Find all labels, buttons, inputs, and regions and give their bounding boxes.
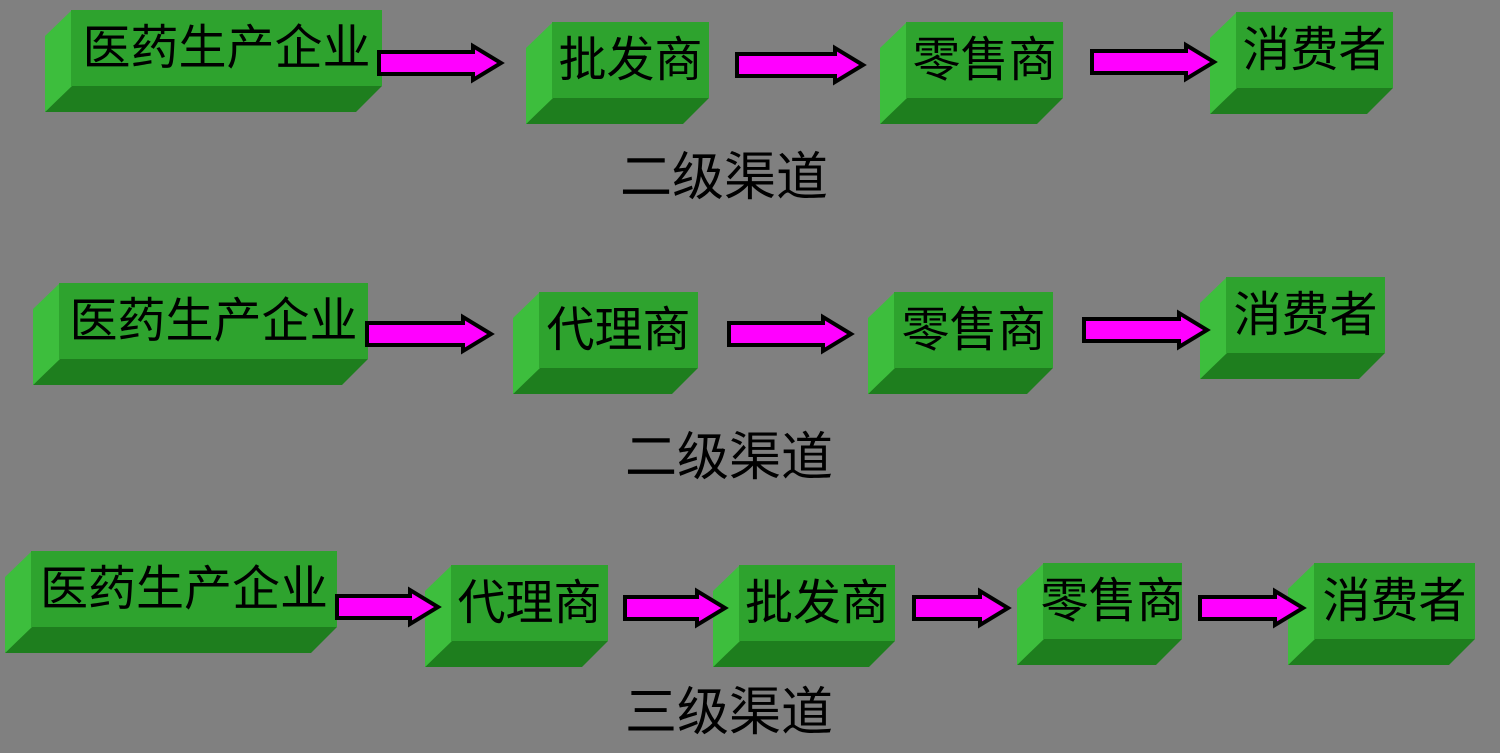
- node-label: 零售商: [901, 302, 1046, 358]
- flow-arrow-icon: [1198, 587, 1307, 629]
- box-bottom-face: [1210, 88, 1393, 114]
- box-bottom-face: [868, 368, 1053, 394]
- node-agent: 代理商: [425, 565, 608, 667]
- box-bottom-face: [425, 641, 608, 667]
- box-front-face: 医药生产企业: [59, 283, 368, 359]
- node-consumer: 消费者: [1288, 563, 1475, 665]
- box-bottom-face: [713, 641, 895, 667]
- box-front-face: 批发商: [739, 565, 895, 641]
- box-bottom-face: [1200, 353, 1385, 379]
- flow-arrow-icon: [365, 313, 495, 355]
- node-agent: 代理商: [513, 292, 698, 394]
- box-front-face: 消费者: [1236, 12, 1393, 88]
- box-front-face: 零售商: [906, 22, 1063, 98]
- node-label: 零售商: [912, 32, 1057, 88]
- node-pharma-manufacturer: 医药生产企业: [33, 283, 368, 385]
- box-bottom-face: [45, 86, 382, 112]
- node-label: 消费者: [1242, 22, 1387, 78]
- node-retailer: 零售商: [868, 292, 1053, 394]
- flow-arrow-icon: [623, 587, 729, 629]
- node-pharma-manufacturer: 医药生产企业: [45, 10, 382, 112]
- flow-arrow-icon: [735, 44, 867, 86]
- node-retailer: 零售商: [880, 22, 1063, 124]
- flow-arrow-icon: [1082, 309, 1211, 351]
- channel-level-label-2: 二级渠道: [625, 428, 834, 488]
- node-label: 医药生产企业: [82, 20, 371, 76]
- node-label: 医药生产企业: [39, 561, 328, 617]
- node-label: 消费者: [1233, 287, 1378, 343]
- box-bottom-face: [513, 368, 698, 394]
- box-front-face: 代理商: [451, 565, 608, 641]
- box-bottom-face: [1017, 639, 1182, 665]
- node-label: 零售商: [1040, 573, 1185, 629]
- flow-arrow-icon: [727, 313, 855, 355]
- flow-arrow-icon: [1090, 41, 1218, 83]
- box-front-face: 零售商: [1040, 563, 1185, 639]
- box-bottom-face: [526, 98, 709, 124]
- box-front-face: 批发商: [552, 22, 709, 98]
- box-bottom-face: [33, 359, 368, 385]
- node-retailer: 零售商: [1017, 563, 1185, 665]
- box-front-face: 消费者: [1226, 277, 1385, 353]
- box-front-face: 医药生产企业: [71, 10, 382, 86]
- box-bottom-face: [880, 98, 1063, 124]
- flow-arrow-icon: [377, 42, 505, 84]
- node-label: 批发商: [558, 32, 703, 88]
- node-consumer: 消费者: [1210, 12, 1393, 114]
- node-label: 消费者: [1322, 573, 1467, 629]
- channel-level-label-3: 三级渠道: [625, 683, 834, 743]
- node-label: 代理商: [546, 302, 691, 358]
- node-wholesaler: 批发商: [526, 22, 709, 124]
- box-front-face: 消费者: [1314, 563, 1475, 639]
- node-label: 代理商: [457, 575, 602, 631]
- flow-arrow-icon: [335, 586, 442, 628]
- node-label: 批发商: [744, 575, 889, 631]
- node-consumer: 消费者: [1200, 277, 1385, 379]
- node-wholesaler: 批发商: [713, 565, 895, 667]
- box-front-face: 医药生产企业: [31, 551, 337, 627]
- node-label: 医药生产企业: [69, 293, 358, 349]
- channel-level-label-1: 二级渠道: [620, 148, 829, 208]
- node-pharma-manufacturer: 医药生产企业: [5, 551, 337, 653]
- box-bottom-face: [1288, 639, 1475, 665]
- box-bottom-face: [5, 627, 337, 653]
- box-front-face: 代理商: [539, 292, 698, 368]
- box-front-face: 零售商: [894, 292, 1053, 368]
- flow-arrow-icon: [912, 587, 1012, 629]
